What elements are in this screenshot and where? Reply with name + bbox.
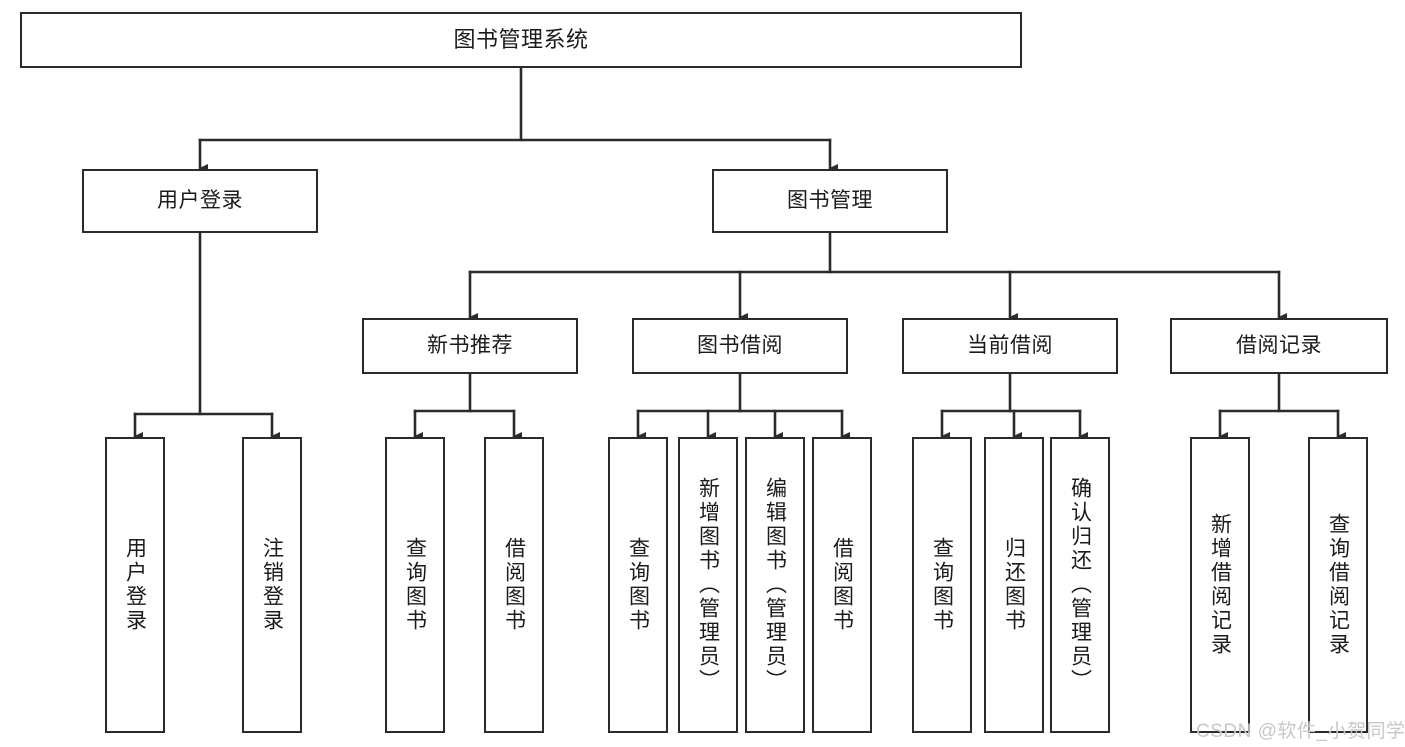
node-label: 确认归还（管理员）	[1068, 477, 1092, 693]
node-label: 图书管理	[787, 188, 873, 212]
node-label: 图书借阅	[697, 333, 783, 357]
node-label: 借阅图书	[830, 537, 854, 633]
node-leaf-query-borrow-record[interactable]: 查询借阅记录	[1308, 437, 1368, 733]
node-label: 编辑图书（管理员）	[763, 477, 787, 693]
node-leaf-query-book-3[interactable]: 查询图书	[912, 437, 972, 733]
node-label: 图书管理系统	[453, 27, 589, 53]
node-current-borrow[interactable]: 当前借阅	[902, 318, 1118, 374]
node-leaf-add-book[interactable]: 新增图书（管理员）	[678, 437, 738, 733]
node-leaf-edit-book[interactable]: 编辑图书（管理员）	[745, 437, 805, 733]
node-label: 查询图书	[403, 537, 427, 633]
node-label: 查询图书	[930, 537, 954, 633]
node-leaf-return-book[interactable]: 归还图书	[984, 437, 1044, 733]
node-label: 归还图书	[1002, 537, 1026, 633]
node-label: 借阅图书	[502, 537, 526, 633]
node-leaf-add-borrow-record[interactable]: 新增借阅记录	[1190, 437, 1250, 733]
node-label: 用户登录	[157, 188, 243, 212]
node-label: 查询借阅记录	[1326, 513, 1350, 657]
node-label: 用户登录	[123, 537, 147, 633]
edge-group	[133, 66, 1346, 441]
node-user-login[interactable]: 用户登录	[82, 169, 318, 233]
csdn-watermark: CSDN @软件_小贺同学	[1196, 721, 1405, 742]
node-label: 当前借阅	[967, 333, 1053, 357]
node-label: 借阅记录	[1236, 333, 1322, 357]
node-leaf-borrow-book-2[interactable]: 借阅图书	[812, 437, 872, 733]
node-leaf-borrow-book-1[interactable]: 借阅图书	[484, 437, 544, 733]
node-book-manage[interactable]: 图书管理	[712, 169, 948, 233]
node-leaf-user-login[interactable]: 用户登录	[105, 437, 165, 733]
node-borrow-record[interactable]: 借阅记录	[1170, 318, 1388, 374]
node-book-borrow[interactable]: 图书借阅	[632, 318, 848, 374]
node-new-book-recommend[interactable]: 新书推荐	[362, 318, 578, 374]
node-leaf-query-book-2[interactable]: 查询图书	[608, 437, 668, 733]
node-leaf-confirm-return[interactable]: 确认归还（管理员）	[1050, 437, 1110, 733]
node-label: 查询图书	[626, 537, 650, 633]
node-leaf-query-book-1[interactable]: 查询图书	[385, 437, 445, 733]
node-label: 新书推荐	[427, 333, 513, 357]
node-label: 新增借阅记录	[1208, 513, 1232, 657]
node-label: 新增图书（管理员）	[696, 477, 720, 693]
node-leaf-user-logout[interactable]: 注销登录	[242, 437, 302, 733]
node-label: 注销登录	[260, 537, 284, 633]
node-root-图书管理系统[interactable]: 图书管理系统	[20, 12, 1022, 68]
